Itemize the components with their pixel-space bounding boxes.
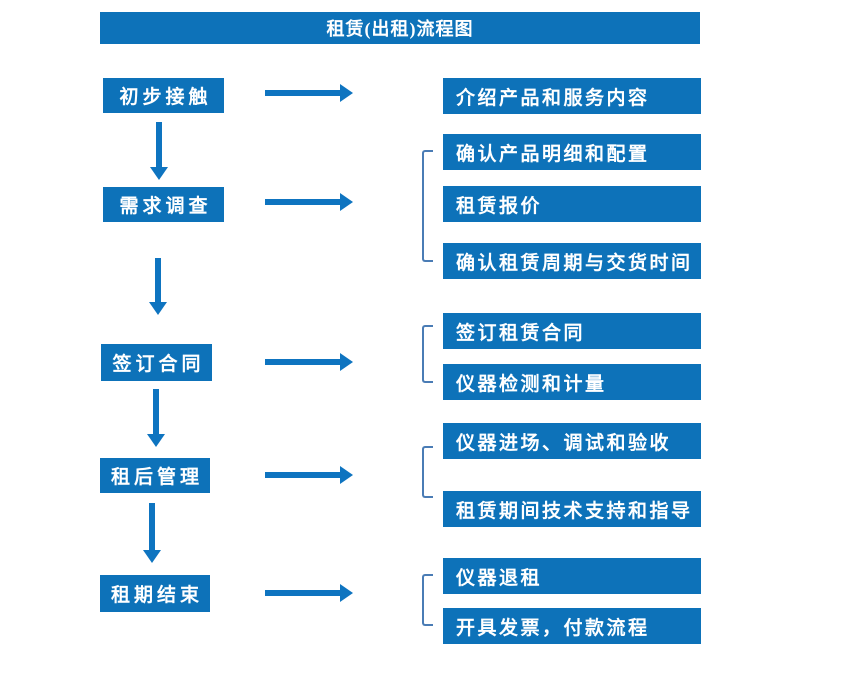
output-box-intro-products-services: 介绍产品和服务内容 xyxy=(443,78,701,114)
output-box-instrument-setup-acceptance: 仪器进场、调试和验收 xyxy=(443,423,701,459)
output-box-instrument-testing: 仪器检测和计量 xyxy=(443,364,701,400)
output-box-sign-rental-contract: 签订租赁合同 xyxy=(443,313,701,349)
arrow-down-1-icon xyxy=(150,122,168,180)
arrow-right-1-icon xyxy=(265,84,353,102)
output-box-rental-tech-support: 租赁期间技术支持和指导 xyxy=(443,491,701,527)
step-box-post-rental-management: 租后管理 xyxy=(100,458,210,493)
output-box-instrument-return: 仪器退租 xyxy=(443,558,701,594)
output-box-invoice-payment: 开具发票，付款流程 xyxy=(443,608,701,644)
arrow-down-2-icon xyxy=(149,258,167,315)
arrow-down-4-icon xyxy=(143,503,161,563)
arrow-down-3-icon xyxy=(147,389,165,447)
arrow-right-4-icon xyxy=(265,466,353,484)
arrow-right-3-icon xyxy=(265,353,353,371)
arrow-right-2-icon xyxy=(265,193,353,211)
bracket-group-rental-end-icon xyxy=(422,574,433,626)
output-box-confirm-rental-period: 确认租赁周期与交货时间 xyxy=(443,243,701,279)
step-box-demand-survey: 需求调查 xyxy=(103,187,224,222)
bracket-group-sign-contract-icon xyxy=(422,325,433,383)
output-box-rental-quotation: 租赁报价 xyxy=(443,186,701,222)
flowchart-title: 租赁(出租)流程图 xyxy=(100,12,700,44)
step-box-initial-contact: 初步接触 xyxy=(103,78,224,113)
bracket-group-demand-survey-icon xyxy=(422,150,433,262)
step-box-sign-contract: 签订合同 xyxy=(101,344,212,381)
bracket-group-post-rental-icon xyxy=(422,446,433,498)
arrow-right-5-icon xyxy=(265,584,353,602)
step-box-rental-end: 租期结束 xyxy=(100,575,210,612)
output-box-confirm-product-details: 确认产品明细和配置 xyxy=(443,134,701,170)
